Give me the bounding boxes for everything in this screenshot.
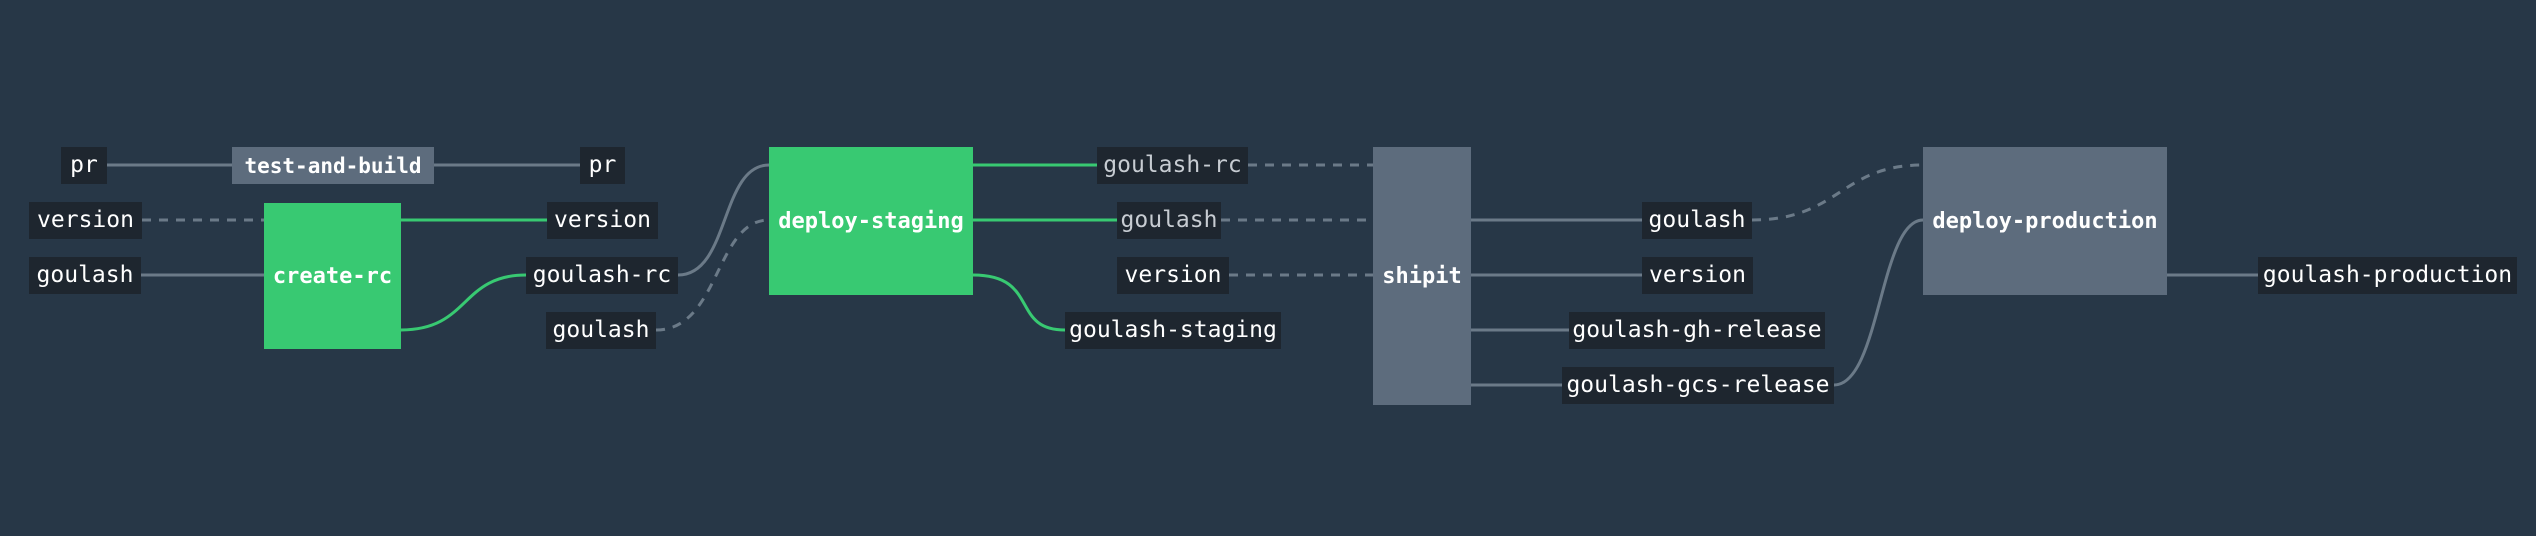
resource-goulash-rc-shipit[interactable]: goulash-rc	[1097, 147, 1248, 184]
edge-goulash-rc-to-deploy-staging	[677, 163, 770, 277]
job-create-rc[interactable]: create-rc	[264, 203, 401, 349]
resource-goulash-rc-output[interactable]: goulash-rc	[526, 257, 678, 294]
resource-version-output[interactable]: version	[547, 202, 658, 239]
resource-goulash-gcs-release[interactable]: goulash-gcs-release	[1562, 367, 1834, 404]
job-test-and-build-label: test-and-build	[244, 153, 422, 178]
edge-create-rc-to-goulash-rc	[400, 273, 527, 332]
edge-goulash-to-deploy-staging	[655, 218, 770, 332]
resource-pr-input[interactable]: pr	[61, 147, 107, 184]
edge-goulash-gcs-release-to-deploy-production	[1833, 218, 1924, 387]
job-shipit[interactable]: shipit	[1373, 147, 1471, 405]
resource-version-shipit[interactable]: version	[1117, 257, 1229, 294]
resource-version-input[interactable]: version	[29, 202, 142, 239]
resource-goulash-gh-release[interactable]: goulash-gh-release	[1569, 312, 1825, 349]
job-create-rc-label: create-rc	[272, 263, 393, 289]
job-shipit-label: shipit	[1382, 263, 1462, 289]
edge-goulash-to-deploy-production	[1751, 163, 1924, 222]
job-deploy-production[interactable]: deploy-production	[1923, 147, 2167, 295]
resource-goulash-staging-output[interactable]: goulash-staging	[1065, 312, 1281, 349]
resource-version-final[interactable]: version	[1642, 257, 1753, 294]
job-test-and-build[interactable]: test-and-build	[232, 147, 434, 184]
job-deploy-staging-label: deploy-staging	[778, 208, 964, 234]
job-deploy-production-label: deploy-production	[1932, 208, 2158, 234]
resource-goulash-shipit[interactable]: goulash	[1117, 202, 1221, 239]
edge-deploy-staging-to-goulash-staging	[972, 273, 1066, 332]
resource-goulash-production-input[interactable]: goulash	[1642, 202, 1752, 239]
resource-goulash-staging-input[interactable]: goulash	[546, 312, 656, 349]
resource-pr-output[interactable]: pr	[580, 147, 625, 184]
resource-goulash-input[interactable]: goulash	[29, 257, 141, 294]
job-deploy-staging[interactable]: deploy-staging	[769, 147, 973, 295]
resource-goulash-production[interactable]: goulash-production	[2258, 257, 2517, 294]
